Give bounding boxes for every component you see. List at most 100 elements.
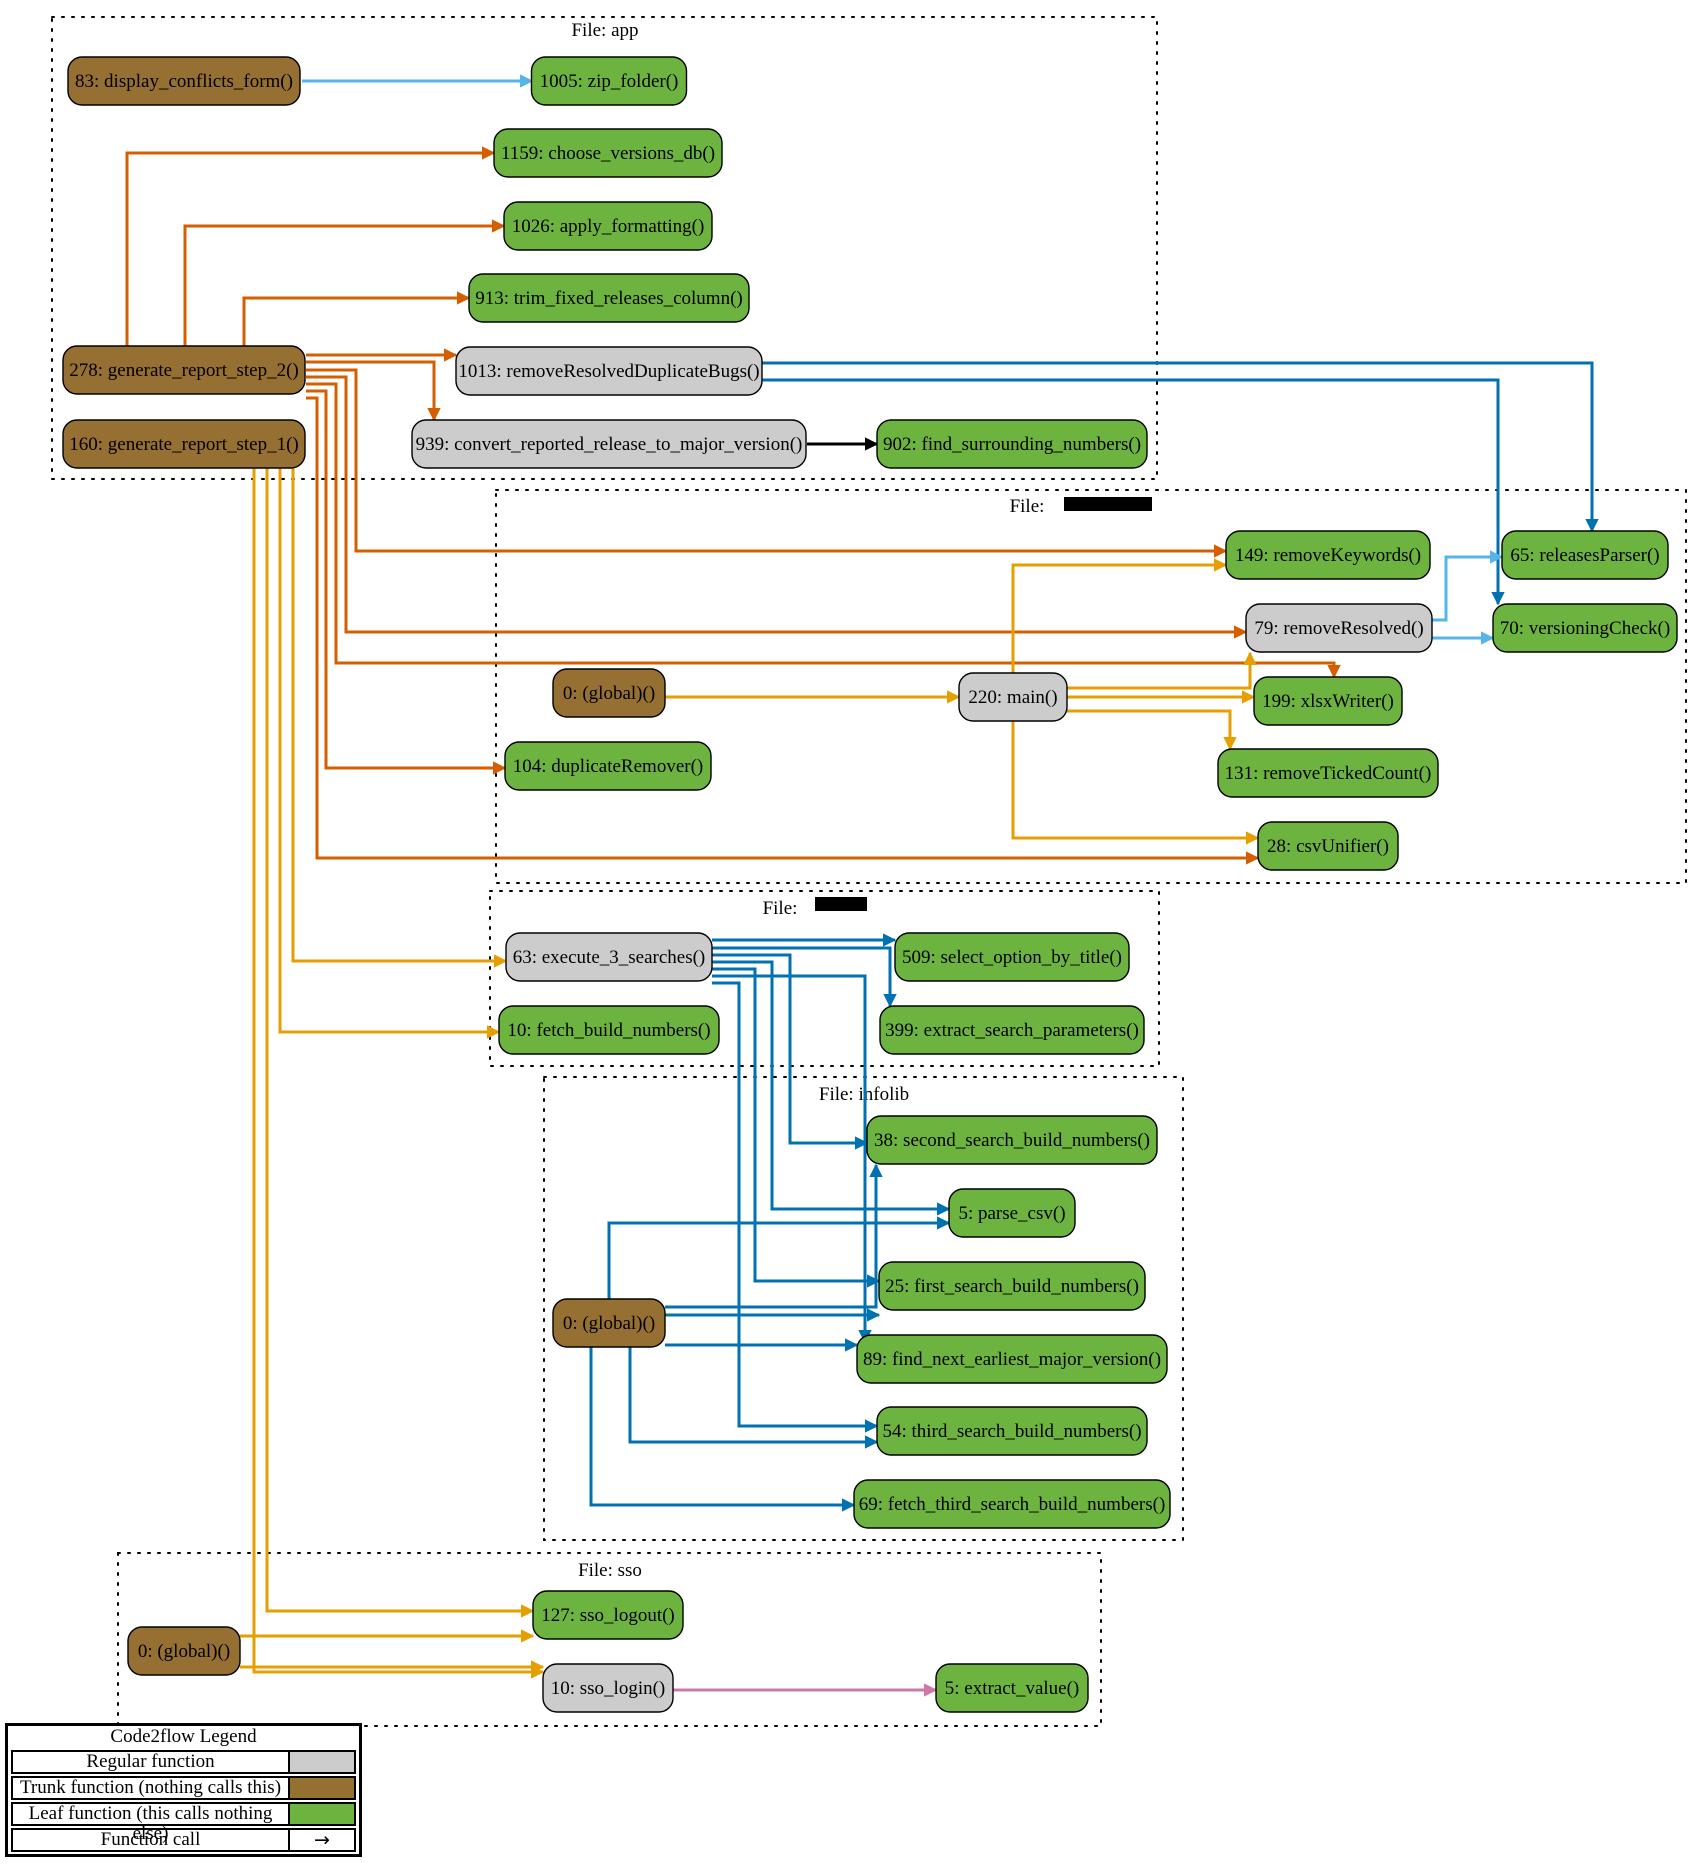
call-edge-app-1013-to-bug-65 [762,361,1599,533]
function-node-bug-199[interactable]: 199: xlsxWriter() [1253,676,1403,726]
legend-label: Trunk function (nothing calls this) [13,1778,290,1798]
function-node-box [856,1334,1168,1384]
function-node-label: 70: versioningCheck() [1500,618,1670,639]
function-node-box [879,1005,1145,1055]
function-node-il-5[interactable]: 5: parse_csv() [948,1188,1076,1238]
function-node-label: 0: (global)() [563,1313,655,1334]
function-node-app-278[interactable]: 278: generate_report_step_2() [62,345,306,395]
function-node-bug-79[interactable]: 79: removeResolved() [1245,603,1433,653]
function-node-box [552,1298,666,1348]
function-node-bug-70[interactable]: 70: versioningCheck() [1492,603,1678,653]
call-edge-app-278-to-bug-79 [306,375,1248,639]
cluster-app-box [51,16,1158,480]
function-node-il-0[interactable]: 0: (global)() [552,1298,666,1348]
function-node-bug-220[interactable]: 220: main() [958,672,1068,722]
function-node-box [853,1479,1171,1529]
function-node-label: 83: display_conflicts_form() [75,71,293,92]
call-edge-se-63-to-il-54 [712,981,879,1433]
call-edge-app-278-to-bug-149 [306,368,1228,558]
call-edge-se-63-to-il-25 [712,967,881,1288]
function-node-sso-5[interactable]: 5: extract_value() [935,1663,1089,1713]
function-node-bug-0[interactable]: 0: (global)() [552,668,666,718]
function-node-box [552,668,666,718]
function-node-label: 63: execute_3_searches() [513,947,706,968]
call-edge-app-278-to-bug-199 [306,382,1341,679]
function-node-il-25[interactable]: 25: first_search_build_numbers() [878,1261,1146,1311]
function-node-box [62,419,306,469]
legend-label: Regular function [13,1752,290,1772]
function-node-sso-127[interactable]: 127: sso_logout() [532,1590,684,1640]
function-node-label: 1013: removeResolvedDuplicateBugs() [458,361,759,382]
call-edge-bug-79-to-bug-65 [1432,550,1504,622]
function-node-box [468,273,750,323]
function-node-label: 69: fetch_third_search_build_numbers() [859,1494,1166,1515]
function-node-box [958,672,1068,722]
function-node-bug-131[interactable]: 131: removeTickedCount() [1217,748,1439,798]
call-edge-app-160-to-se-63 [291,468,508,968]
function-node-se-63[interactable]: 63: execute_3_searches() [505,932,713,982]
function-node-app-902[interactable]: 902: find_surrounding_numbers() [876,419,1148,469]
function-node-box [504,741,712,791]
call-edge-se-63-to-se-399 [712,946,897,1008]
function-node-label: 278: generate_report_step_2() [69,360,299,381]
function-node-label: 160: generate_report_step_1() [69,434,299,455]
function-node-box [493,128,723,178]
function-node-se-509[interactable]: 509: select_option_by_title() [894,932,1130,982]
cluster-sso-label: File: sso [578,1560,642,1581]
function-node-il-38[interactable]: 38: second_search_build_numbers() [866,1115,1158,1165]
function-node-box [1217,748,1439,798]
cluster-bug-box [495,489,1687,884]
function-node-sso-0[interactable]: 0: (global)() [127,1626,241,1676]
function-node-label: 38: second_search_build_numbers() [874,1130,1150,1151]
function-node-se-10[interactable]: 10: fetch_build_numbers() [498,1005,720,1055]
function-node-app-83[interactable]: 83: display_conflicts_form() [67,56,301,106]
function-node-label: 913: trim_fixed_releases_column() [475,288,743,309]
function-node-label: 104: duplicateRemover() [513,756,703,777]
function-node-box [62,345,306,395]
call-edge-se-63-to-il-5 [712,960,951,1216]
call-edge-app-1013-to-bug-70 [762,378,1505,606]
function-node-label: 902: find_surrounding_numbers() [883,434,1141,455]
function-node-box [532,1590,684,1640]
function-node-box [127,1626,241,1676]
function-node-label: 10: sso_login() [551,1678,666,1699]
function-node-app-939[interactable]: 939: convert_reported_release_to_major_v… [411,419,807,469]
function-node-bug-65[interactable]: 65: releasesParser() [1501,530,1669,580]
legend-arrow-icon: → [314,1829,330,1851]
function-node-box [505,932,713,982]
function-node-app-1013[interactable]: 1013: removeResolvedDuplicateBugs() [455,346,763,396]
function-node-app-1159[interactable]: 1159: choose_versions_db() [493,128,723,178]
function-node-label: 199: xlsxWriter() [1262,691,1394,712]
function-node-box [866,1115,1158,1165]
call-edge-il-0-to-il-38 [665,1163,883,1309]
function-node-sso-10[interactable]: 10: sso_login() [542,1663,674,1713]
redaction-bar [1064,497,1152,511]
function-node-il-89[interactable]: 89: find_next_earliest_major_version() [856,1334,1168,1384]
call-edge-app-160-to-sso-10 [252,468,545,1679]
function-node-box [503,201,713,251]
call-edge-bug-220-to-bug-149 [1011,558,1228,673]
function-node-app-1005[interactable]: 1005: zip_folder() [530,56,688,106]
function-node-label: 1026: apply_formatting() [512,216,705,237]
function-node-label: 54: third_search_build_numbers() [882,1421,1141,1442]
function-node-box [455,346,763,396]
function-node-app-160[interactable]: 160: generate_report_step_1() [62,419,306,469]
function-node-bug-28[interactable]: 28: csvUnifier() [1257,821,1399,871]
function-node-il-69[interactable]: 69: fetch_third_search_build_numbers() [853,1479,1171,1529]
function-node-app-913[interactable]: 913: trim_fixed_releases_column() [468,273,750,323]
function-node-box [411,419,807,469]
function-node-bug-104[interactable]: 104: duplicateRemover() [504,741,712,791]
function-node-app-1026[interactable]: 1026: apply_formatting() [503,201,713,251]
function-node-box [1253,676,1403,726]
function-node-se-399[interactable]: 399: extract_search_parameters() [879,1005,1145,1055]
function-node-il-54[interactable]: 54: third_search_build_numbers() [876,1406,1148,1456]
legend-label: Function call [13,1830,290,1850]
call-edge-se-63-to-il-38 [712,953,869,1150]
function-node-box [878,1261,1146,1311]
function-node-bug-149[interactable]: 149: removeKeywords() [1225,530,1431,580]
call-edge-app-278-to-app-913 [242,291,471,346]
function-node-box [1225,530,1431,580]
function-node-label: 28: csvUnifier() [1267,836,1389,857]
call-edge-app-278-to-app-1159 [125,146,496,346]
